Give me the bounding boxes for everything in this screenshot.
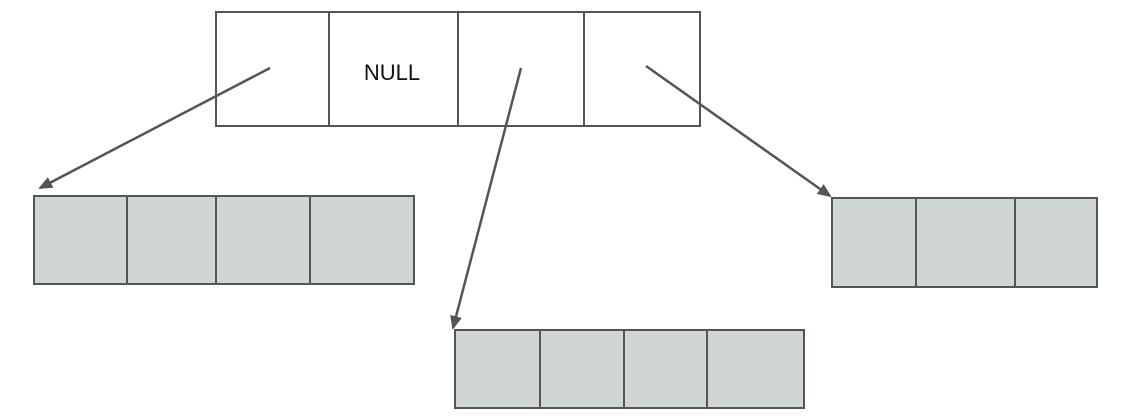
middle-array-cell-3 [706,329,805,409]
middle-array-cell-1 [539,329,625,409]
right-array-cell-0 [831,197,917,288]
top-array-cell-0 [215,11,330,127]
left-array-cell-3 [309,195,415,285]
arrow-to-left-array [38,66,271,190]
top-array-cell-3 [583,11,701,127]
top-array-cell-1-label: NULL [364,60,420,85]
arrow-to-right-array [645,64,832,198]
right-array [831,197,1098,288]
top-array-cell-1 [328,11,459,127]
left-array [33,195,415,285]
left-array-cell-0 [33,195,128,285]
middle-array [454,329,805,409]
right-array-cell-1 [915,197,1016,288]
right-array-cell-2 [1014,197,1098,288]
top-array: NULL [215,11,701,127]
left-array-cell-1 [126,195,217,285]
arrow-to-middle-array [450,67,523,330]
middle-array-cell-2 [623,329,708,409]
left-array-cell-2 [215,195,311,285]
middle-array-cell-0 [454,329,541,409]
